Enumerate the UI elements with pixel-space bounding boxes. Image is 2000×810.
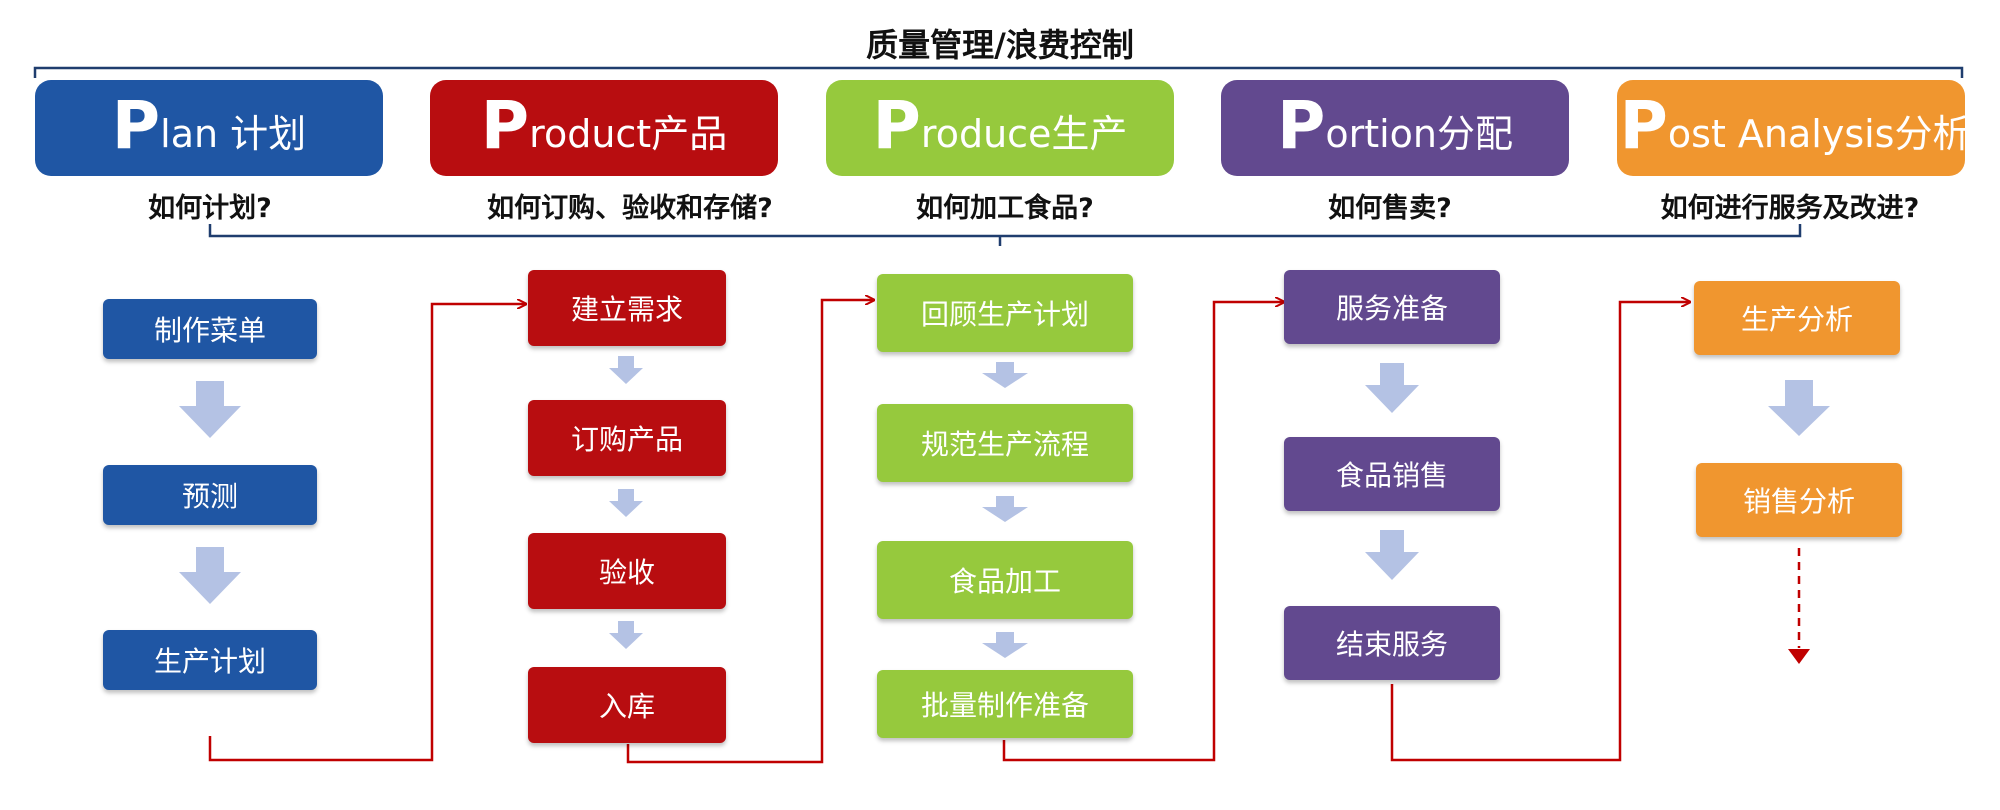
step-food-sales: 食品销售 (1284, 437, 1500, 511)
down-arrow-icon (1365, 530, 1419, 580)
down-arrow-icon (1365, 363, 1419, 413)
step-standardize-process: 规范生产流程 (877, 404, 1133, 482)
down-arrow-icon (179, 381, 241, 438)
step-service-prep: 服务准备 (1284, 270, 1500, 344)
phase-initial: P (1619, 87, 1668, 164)
connector-plan-product (208, 304, 526, 762)
phase-label: ortion分配 (1325, 112, 1514, 156)
down-arrow-icon (609, 489, 643, 517)
connector-product-produce (626, 300, 874, 764)
phase-question-produce: 如何加工食品? (916, 193, 1094, 224)
phase-question-product: 如何订购、验收和存储? (487, 193, 773, 224)
bottom-bracket (208, 224, 1802, 238)
step-production-plan: 生产计划 (103, 630, 317, 690)
step-storage: 入库 (528, 667, 726, 743)
down-arrow-icon (982, 632, 1028, 658)
step-food-processing: 食品加工 (877, 541, 1133, 619)
step-batch-prep: 批量制作准备 (877, 670, 1133, 738)
down-arrow-icon (982, 496, 1028, 522)
page-title: 质量管理/浪费控制 (866, 26, 1134, 64)
down-arrow-icon (1768, 380, 1830, 436)
step-production-analysis: 生产分析 (1694, 281, 1900, 355)
connector-portion-analysis (1390, 302, 1690, 762)
step-forecast: 预测 (103, 465, 317, 525)
step-review-production-plan: 回顾生产计划 (877, 274, 1133, 352)
down-arrow-icon (609, 621, 643, 649)
phase-initial: P (872, 87, 921, 164)
down-arrow-icon (179, 547, 241, 604)
phase-label: roduct产品 (529, 112, 728, 156)
phase-question-portion: 如何售卖? (1328, 193, 1452, 224)
phase-label: ost Analysis分析 (1667, 112, 1971, 156)
step-order-products: 订购产品 (528, 400, 726, 476)
down-arrow-icon (609, 356, 643, 384)
phase-initial: P (1276, 87, 1326, 164)
phase-question-plan: 如何计划? (148, 193, 272, 224)
phase-question-analysis: 如何进行服务及改进? (1660, 193, 1920, 224)
step-establish-demand: 建立需求 (528, 270, 726, 346)
phase-initial: P (111, 87, 161, 164)
top-bracket (33, 66, 1964, 78)
dashed-arrow-head (1788, 649, 1810, 664)
connector-produce-portion (1002, 302, 1284, 762)
phase-label: roduce生产 (920, 112, 1128, 156)
step-make-menu: 制作菜单 (103, 299, 317, 359)
step-receiving: 验收 (528, 533, 726, 609)
phase-initial: P (480, 87, 530, 164)
step-end-service: 结束服务 (1284, 606, 1500, 680)
step-sales-analysis: 销售分析 (1696, 463, 1902, 537)
down-arrow-icon (982, 362, 1028, 388)
phase-label: lan 计划 (160, 112, 307, 156)
